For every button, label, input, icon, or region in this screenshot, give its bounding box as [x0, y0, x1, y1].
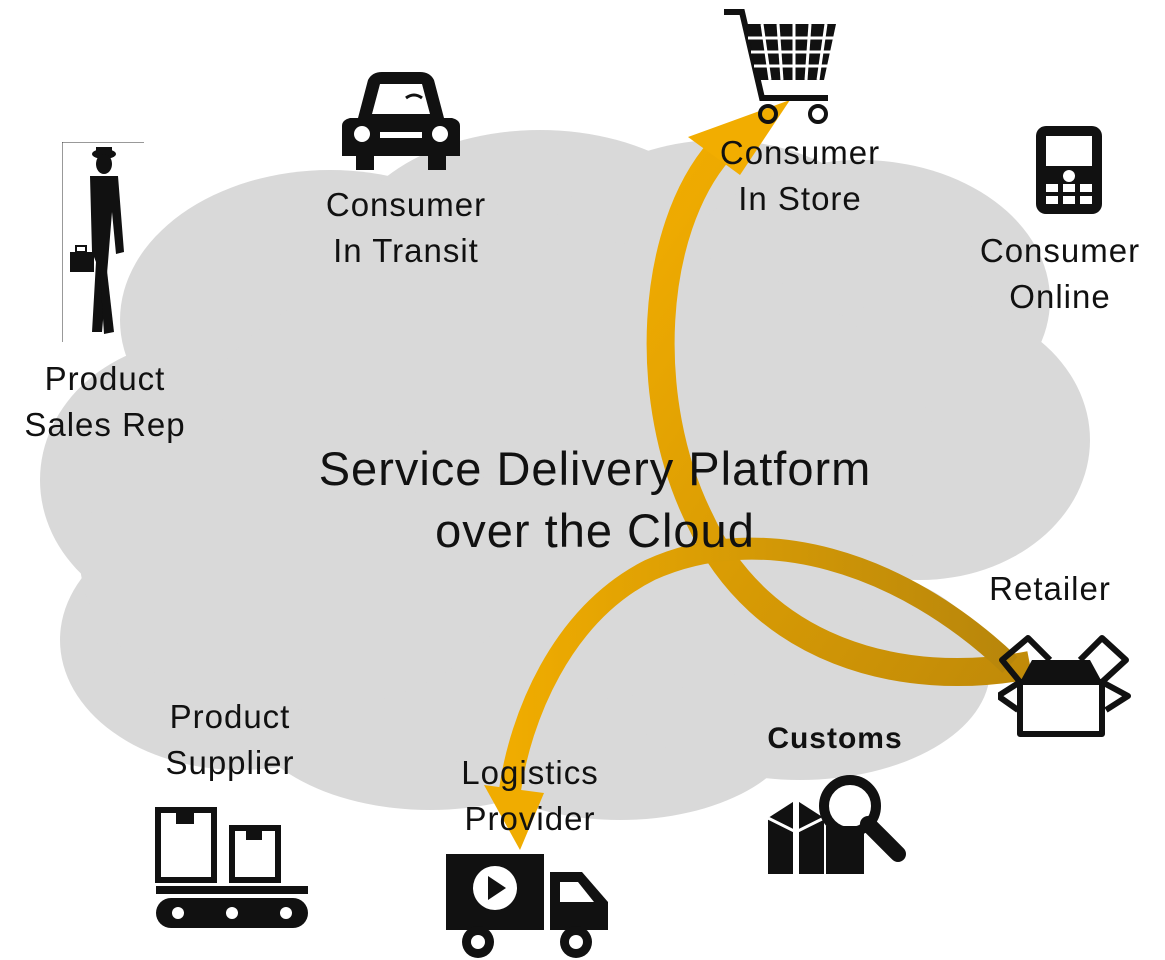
shopping-cart-icon	[724, 9, 836, 124]
arrow-retailer-to-store	[646, 100, 1033, 687]
delivery-truck-icon	[446, 854, 608, 958]
node-retailer: Retailer	[960, 566, 1140, 612]
node-label-line1: Product	[169, 698, 291, 735]
node-customs: Customs	[730, 716, 940, 762]
node-consumer-in-transit: Consumer In Transit	[296, 182, 516, 274]
node-label-line1: Customs	[767, 722, 903, 755]
node-product-sales-rep: Product Sales Rep	[0, 356, 210, 448]
node-label-line2: Provider	[464, 800, 596, 837]
node-label-line1: Consumer	[719, 134, 881, 171]
node-consumer-online: Consumer Online	[960, 228, 1160, 320]
arrow-retailer-to-logistics	[484, 537, 1018, 850]
businessman-icon	[62, 142, 144, 342]
node-product-supplier: Product Supplier	[120, 694, 340, 786]
conveyor-belt-icon	[155, 807, 308, 928]
node-consumer-in-store: Consumer In Store	[690, 130, 910, 222]
node-logistics-provider: Logistics Provider	[420, 750, 640, 842]
center-title-line1: Service Delivery Platform	[318, 442, 872, 495]
open-box-icon	[998, 635, 1131, 737]
node-label-line1: Logistics	[461, 754, 599, 791]
center-title-line2: over the Cloud	[435, 504, 755, 557]
node-label-line2: In Store	[738, 180, 862, 217]
center-title: Service Delivery Platform over the Cloud	[200, 438, 990, 562]
node-label-line2: Online	[1009, 278, 1111, 315]
node-label-line2: Sales Rep	[24, 406, 186, 443]
package-search-icon	[767, 775, 906, 874]
node-label-line2: Supplier	[165, 744, 295, 781]
node-label-line1: Consumer	[325, 186, 487, 223]
node-label-line1: Consumer	[979, 232, 1141, 269]
node-label-line2: In Transit	[333, 232, 479, 269]
node-label-line1: Retailer	[989, 570, 1111, 607]
mobile-phone-icon	[1036, 126, 1102, 214]
node-label-line1: Product	[44, 360, 166, 397]
car-icon	[342, 72, 460, 170]
